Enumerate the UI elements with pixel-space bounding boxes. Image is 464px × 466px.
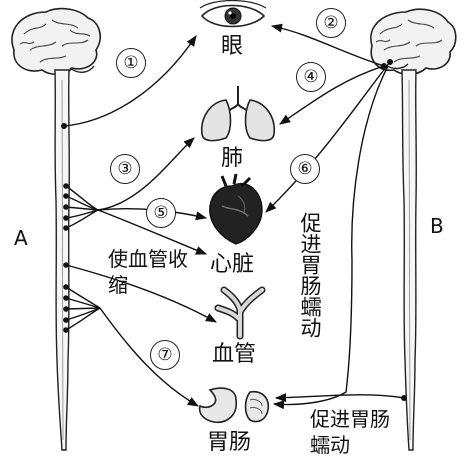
right-spinal-cord: [401, 69, 417, 451]
pathway-number-5: ⑤: [146, 198, 176, 228]
organ-label-heart: 心脏: [210, 252, 255, 277]
effect-promote-gut-vertical: 促进胃肠蠕动: [298, 212, 322, 338]
vessel-icon: [214, 286, 266, 340]
effect-vasoconstrict: 使血管收缩: [108, 247, 188, 297]
lung-icon: [201, 86, 275, 142]
organ-label-gut: 胃肠: [207, 430, 252, 455]
left-brain-icon: [11, 7, 101, 76]
side-label-b: B: [430, 214, 444, 238]
organ-label-lung: 肺: [221, 146, 244, 171]
effect-promote-gut-bottom: 促进胃肠蠕动: [310, 407, 390, 457]
organ-label-vessel: 血管: [212, 342, 257, 367]
pathway-number-2: ②: [316, 8, 346, 38]
left-pathways: [63, 35, 217, 407]
pathway-number-4: ④: [296, 62, 326, 92]
eye-icon: [199, 0, 267, 28]
organ-label-eye: 眼: [221, 34, 244, 59]
pathway-number-6: ⑥: [290, 154, 320, 184]
pathway-number-7: ⑦: [150, 340, 180, 370]
right-pathways: [265, 23, 405, 410]
heart-icon: [209, 173, 263, 245]
left-spinal-cord: [54, 69, 70, 451]
side-label-a: A: [14, 226, 28, 250]
pathway-number-3: ③: [110, 154, 140, 184]
pathway-number-1: ①: [116, 48, 146, 78]
stomach-intestine-icon: [198, 387, 270, 424]
